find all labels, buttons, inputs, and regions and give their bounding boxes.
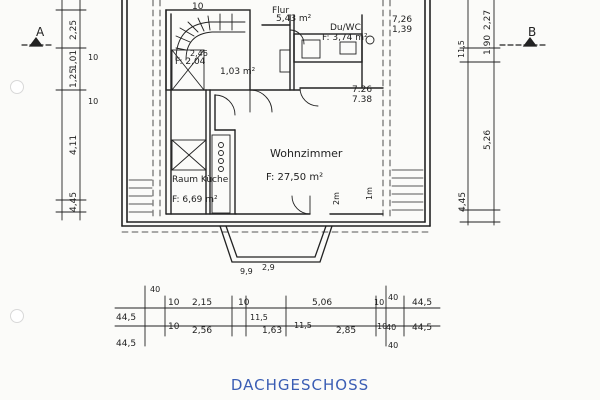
- bay-window: [219, 225, 333, 263]
- b1-4: 5,06: [312, 298, 332, 308]
- punch-hole: [10, 80, 24, 94]
- kueche-name: Raum Küche: [172, 175, 229, 185]
- left-mark-1: 10: [88, 53, 98, 62]
- b2-5: 2,85: [336, 326, 356, 336]
- small-room-area: 1,03 m²: [220, 67, 256, 77]
- b2-1: 2,56: [192, 326, 212, 336]
- b1-6: 40: [388, 293, 398, 302]
- left-dim-4: 4,11: [69, 135, 79, 155]
- kitchen-counter: [211, 134, 231, 214]
- b1-7: 44,5: [412, 298, 432, 308]
- b2-8: 44,5: [412, 323, 432, 333]
- punch-hole: [10, 309, 24, 323]
- du-wc-name: Du/WC: [330, 23, 361, 33]
- du-wc-area: F: 3,74 m²: [322, 33, 368, 43]
- bath-fixtures: [279, 35, 375, 73]
- right-mark-1: 7,26: [392, 15, 412, 25]
- right-dim-4: 4,45: [458, 192, 468, 212]
- balcony-mark-2: 9,9: [240, 267, 253, 276]
- b2-10: 40: [388, 341, 398, 350]
- wohn-label-area: 7.38: [352, 95, 372, 105]
- b2-2: 11,5: [250, 313, 268, 322]
- section-marker-b: B: [528, 25, 536, 39]
- b1-2: 2,15: [192, 298, 212, 308]
- b1-5: 10: [374, 298, 384, 307]
- left-dim-1: 2,25: [69, 20, 79, 40]
- stair-mark-3: 1m: [365, 187, 374, 200]
- section-markers: [21, 37, 546, 47]
- right-dim-3: 5,26: [483, 130, 493, 150]
- b1-3: 10: [238, 298, 250, 308]
- section-marker-a: A: [36, 25, 45, 39]
- gaubes: [128, 169, 424, 213]
- outer-walls: [121, 0, 431, 227]
- b2-0: 10: [168, 322, 180, 332]
- right-dim-1: 2,27: [483, 10, 493, 30]
- left-dim-5: 4,45: [69, 192, 79, 212]
- storage-boxes: [171, 49, 207, 171]
- drawing-title: DACHGESCHOSS: [230, 376, 370, 394]
- wohnzimmer-area: F: 27,50 m²: [266, 172, 323, 183]
- right-mark-2: 1,39: [392, 25, 412, 35]
- doors: [214, 29, 319, 215]
- stair-mark-2: 2m: [332, 192, 341, 205]
- kueche-area: F: 6,69 m²: [172, 195, 218, 205]
- staircase: [175, 13, 246, 61]
- b1-0: 40: [150, 285, 160, 294]
- right-mark-3: 11,5: [457, 40, 466, 58]
- b1-8: 44,5: [116, 313, 136, 323]
- bottom-dimension-chain: [114, 285, 441, 347]
- b1-1: 10: [168, 298, 180, 308]
- b2-3: 1,63: [262, 326, 282, 336]
- abst-area: F: 2,04: [175, 57, 206, 67]
- balcony-mark-1: 2,9: [262, 263, 275, 272]
- right-dim-2: 1,90: [483, 35, 493, 55]
- b2-9: 44,5: [116, 339, 136, 349]
- flur-name: Flur: [272, 6, 289, 16]
- wohn-label: 7.26: [352, 85, 372, 95]
- b2-6: 10: [377, 322, 387, 331]
- left-dim-3: 1,25: [69, 68, 79, 88]
- left-dimension-chain: [55, 0, 87, 221]
- b2-4: 11,5: [294, 321, 312, 330]
- roof-slope-lines: [121, 0, 431, 233]
- left-dim-2: 1,01: [69, 50, 79, 70]
- stair-mark-1: 2,46: [190, 49, 208, 58]
- b2-7: 40: [386, 323, 396, 332]
- interior-walls: [165, 9, 384, 215]
- right-dimension-chain: [459, 0, 501, 226]
- left-mark-2: 10: [88, 97, 98, 106]
- top-label: 10: [192, 2, 204, 12]
- flur-area: 5,43 m²: [276, 14, 312, 24]
- wohnzimmer-name: Wohnzimmer: [270, 147, 343, 160]
